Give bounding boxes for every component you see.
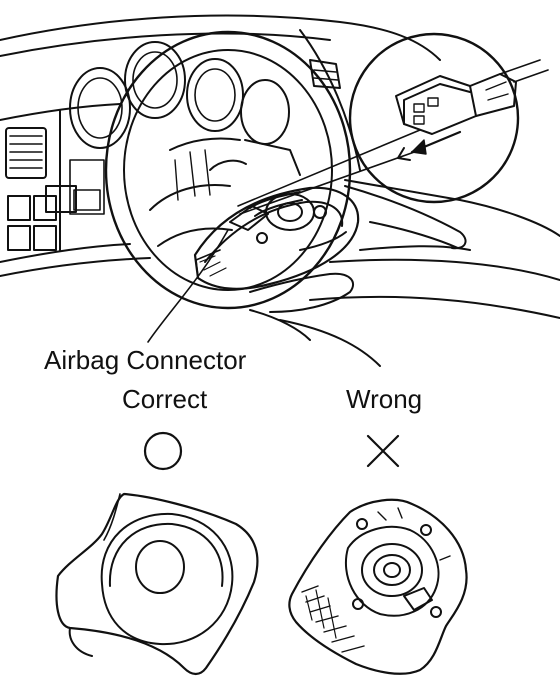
- wrong-label: Wrong: [346, 384, 423, 414]
- connector-magnified-callout: [348, 32, 549, 204]
- airbag-connector-label: Airbag Connector: [44, 345, 247, 375]
- wrong-cross-icon: [366, 434, 400, 468]
- correct-circle-icon: [143, 431, 183, 471]
- hands-illustration: [249, 185, 471, 313]
- steering-wheel-icon: [104, 30, 352, 310]
- air-vent-icon: [5, 127, 47, 179]
- airbag-module-wrong-icon: [288, 498, 468, 675]
- airbag-module-correct-icon: [55, 492, 259, 676]
- connector-leader-line: [147, 129, 421, 343]
- airbag-module-removed-icon: [193, 186, 360, 290]
- switch-panel-icon: [7, 159, 105, 251]
- pull-direction-arrow-icon: [397, 130, 462, 161]
- instrument-cluster-icon: [69, 41, 301, 176]
- correct-label: Correct: [122, 384, 208, 414]
